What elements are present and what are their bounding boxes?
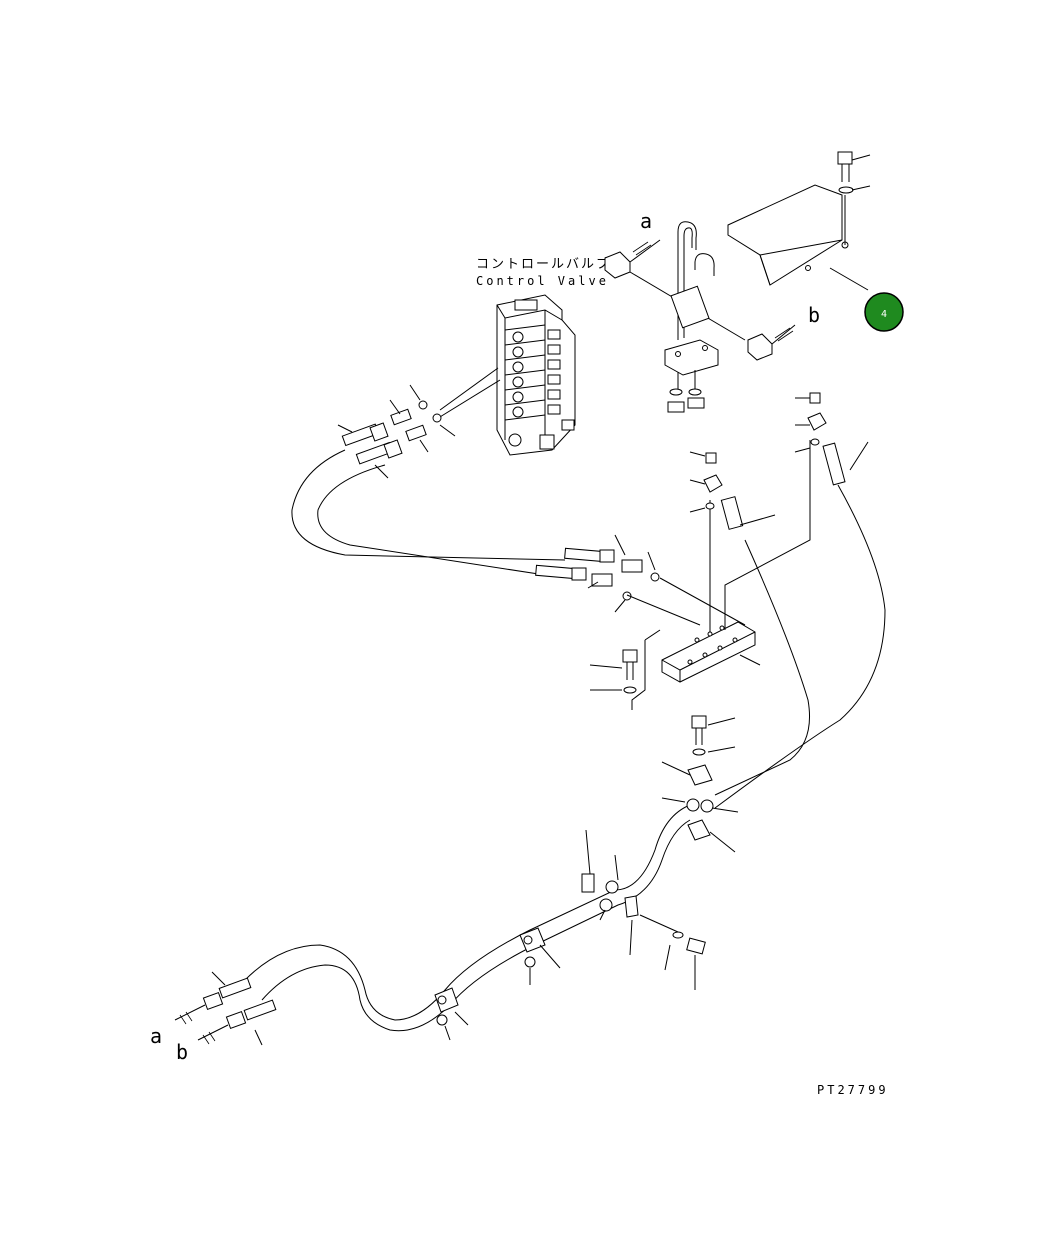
control-valve-label-jp: コントロールバルブ bbox=[476, 256, 611, 272]
part-number-badge-label: 4 bbox=[881, 309, 887, 320]
lower-clamps bbox=[434, 715, 739, 1041]
callout-b-top: b bbox=[808, 303, 820, 327]
upper-fitting-a bbox=[604, 239, 746, 341]
manifold-block bbox=[626, 440, 811, 683]
upper-fitting-b bbox=[747, 324, 796, 361]
manifold-top-fittings bbox=[689, 392, 869, 530]
control-valve-label-en: Control Valve bbox=[476, 274, 609, 288]
part-number-badge[interactable]: 4 bbox=[864, 292, 904, 332]
hose-loop bbox=[291, 367, 566, 576]
control-valve-body bbox=[496, 294, 576, 456]
cover-leader bbox=[829, 267, 869, 291]
hose-end-fittings-left bbox=[337, 384, 456, 479]
callout-b-bottom: b bbox=[176, 1040, 188, 1064]
callout-a-top: a bbox=[640, 209, 652, 233]
drawing-id: PT27799 bbox=[817, 1083, 889, 1097]
callout-a-bottom: a bbox=[150, 1024, 162, 1048]
long-hoses bbox=[244, 484, 886, 1032]
u-bolt-assembly bbox=[664, 221, 719, 413]
cover-bolt bbox=[837, 151, 871, 194]
hose-end-fittings-mid bbox=[535, 534, 660, 613]
cover-plate bbox=[727, 184, 849, 286]
lower-hose-ends bbox=[174, 971, 277, 1046]
manifold-bracket bbox=[589, 629, 661, 710]
